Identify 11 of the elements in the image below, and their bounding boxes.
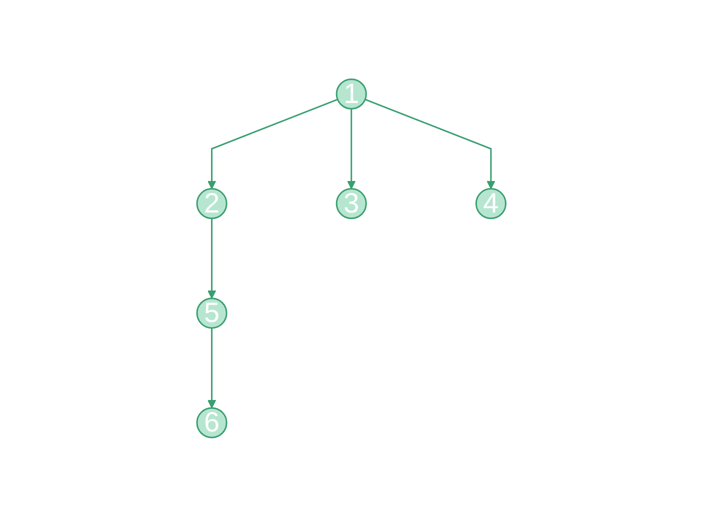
arrow xyxy=(346,108,356,189)
arrow xyxy=(207,218,216,298)
node-circle: 5 xyxy=(196,297,227,328)
node-circle: 1 xyxy=(335,78,367,110)
arrow xyxy=(364,98,495,189)
arrow xyxy=(207,98,338,189)
node-circle: 2 xyxy=(196,188,227,219)
node-circle: 3 xyxy=(335,188,367,219)
arrow xyxy=(207,328,216,408)
node-circle: 4 xyxy=(475,188,506,219)
node-circle: 6 xyxy=(196,406,227,438)
